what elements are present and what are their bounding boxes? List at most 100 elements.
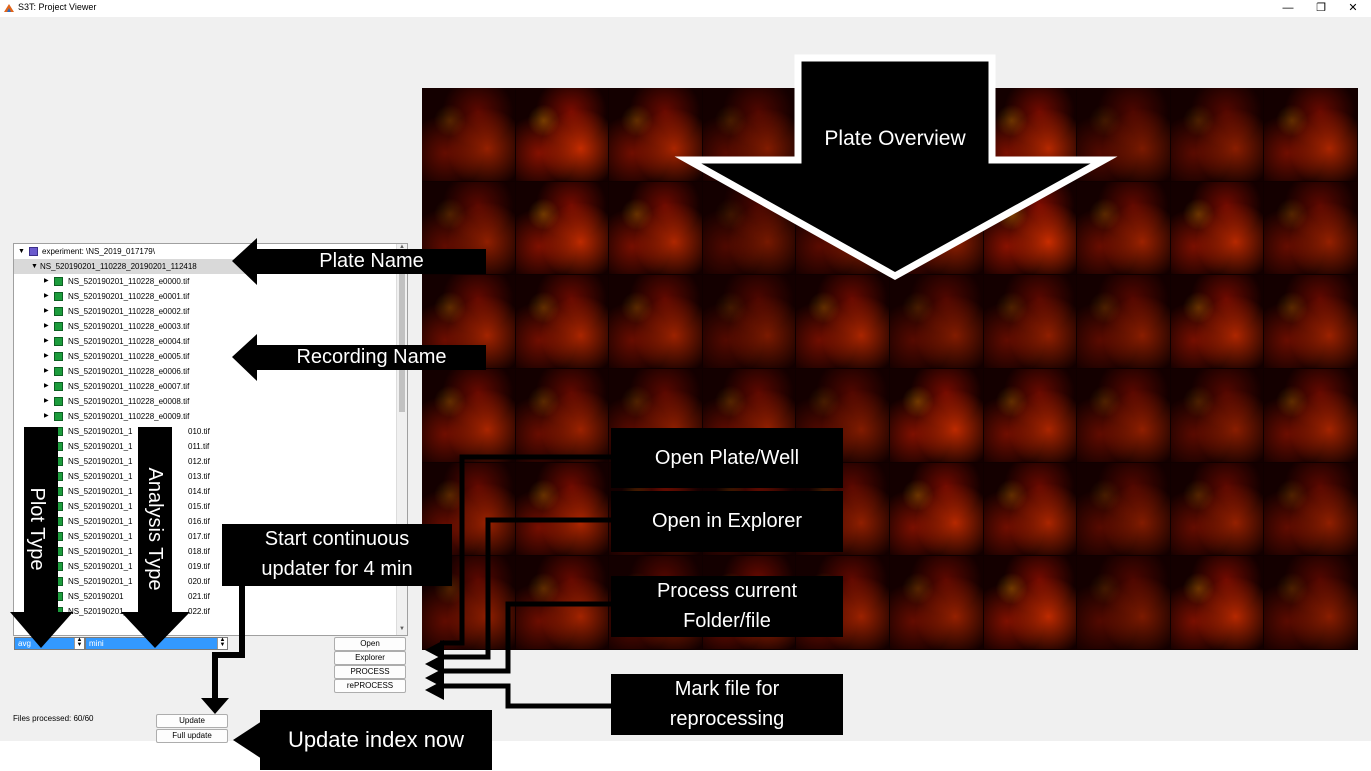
- plate-well[interactable]: [1170, 462, 1264, 556]
- plate-well[interactable]: [890, 275, 983, 368]
- plate-well[interactable]: [1170, 88, 1264, 181]
- plate-well[interactable]: [1264, 181, 1357, 275]
- scrollbar-thumb[interactable]: [399, 272, 405, 412]
- expand-icon[interactable]: ▶: [44, 398, 49, 404]
- plate-well[interactable]: [1264, 275, 1357, 368]
- tree-scrollbar[interactable]: ▲ ▼: [396, 244, 407, 635]
- tree-file-node[interactable]: ▶NS_520190201_110228_e0006.tif: [14, 364, 397, 379]
- plate-well[interactable]: [515, 181, 609, 275]
- plate-well[interactable]: [1264, 556, 1357, 649]
- expand-icon[interactable]: ▶: [44, 323, 49, 329]
- process-button[interactable]: PROCESS: [334, 665, 406, 679]
- spinner-icon[interactable]: ▲▼: [74, 637, 84, 649]
- plate-name-callout: Plate Name: [319, 250, 424, 272]
- file-suffix: 015.tif: [188, 502, 210, 511]
- matlab-app-icon: [4, 4, 14, 12]
- plate-well[interactable]: [1077, 181, 1170, 275]
- file-icon: [54, 397, 63, 406]
- plate-well[interactable]: [983, 462, 1077, 556]
- plate-well[interactable]: [422, 369, 515, 462]
- expand-icon[interactable]: ▶: [44, 293, 49, 299]
- tree-file-node[interactable]: ▶NS_520190201_110228_e0000.tif: [14, 274, 397, 289]
- plate-well[interactable]: [890, 369, 983, 462]
- plate-well[interactable]: [890, 556, 983, 649]
- close-button[interactable]: ✕: [1348, 2, 1358, 14]
- plate-well[interactable]: [1170, 369, 1264, 462]
- scroll-up-icon[interactable]: ▲: [399, 244, 405, 250]
- tree-file-node[interactable]: ▶NS_520190201_110228_e0009.tif: [14, 409, 397, 424]
- process-current-callout: Process current Folder/file: [611, 576, 843, 637]
- update-button[interactable]: Update: [156, 714, 228, 728]
- plate-well[interactable]: [609, 181, 702, 275]
- plate-well[interactable]: [890, 462, 983, 556]
- plate-well[interactable]: [1170, 181, 1264, 275]
- plate-well[interactable]: [1077, 275, 1170, 368]
- tree-file-node[interactable]: ▶NS_520190201_110228_e0003.tif: [14, 319, 397, 334]
- reprocess-button[interactable]: rePROCESS: [334, 679, 406, 693]
- open-button[interactable]: Open: [334, 637, 406, 651]
- file-icon: [54, 412, 63, 421]
- collapse-icon[interactable]: ▼: [18, 248, 25, 255]
- file-label: NS_520190201_1: [68, 532, 133, 541]
- file-label: NS_520190201_1: [68, 427, 133, 436]
- plate-well[interactable]: [1170, 556, 1264, 649]
- plate-well[interactable]: [515, 275, 609, 368]
- plate-well[interactable]: [1264, 369, 1357, 462]
- plate-well[interactable]: [515, 369, 609, 462]
- file-suffix: 021.tif: [188, 592, 210, 601]
- tree-file-node[interactable]: ▶NS_520190201_110228_e0002.tif: [14, 304, 397, 319]
- restore-button[interactable]: ❐: [1316, 2, 1326, 14]
- bottom-strip: [0, 741, 1371, 771]
- collapse-icon[interactable]: ▼: [31, 263, 38, 270]
- file-icon: [54, 337, 63, 346]
- plate-well[interactable]: [796, 275, 889, 368]
- spinner-icon[interactable]: ▲▼: [217, 637, 227, 649]
- plate-well[interactable]: [1170, 275, 1264, 368]
- expand-icon[interactable]: ▶: [44, 368, 49, 374]
- plate-well[interactable]: [1077, 556, 1170, 649]
- expand-icon[interactable]: ▶: [44, 353, 49, 359]
- scroll-down-icon[interactable]: ▼: [399, 626, 405, 632]
- expand-icon[interactable]: ▶: [44, 338, 49, 344]
- plate-well[interactable]: [422, 88, 515, 181]
- plate-well[interactable]: [1077, 369, 1170, 462]
- minimize-button[interactable]: —: [1282, 2, 1294, 14]
- tree-file-node[interactable]: ▶NS_520190201_110228_e0007.tif: [14, 379, 397, 394]
- plate-well[interactable]: [609, 88, 702, 181]
- explorer-button[interactable]: Explorer: [334, 651, 406, 665]
- tree-file-node[interactable]: ▶NS_520190201_110228_e0004.tif: [14, 334, 397, 349]
- plate-well[interactable]: [1077, 462, 1170, 556]
- start-updater-line2: updater for 4 min: [261, 558, 413, 580]
- tree-experiment-node[interactable]: ▼ experiment: \NS_2019_017179\: [14, 244, 397, 259]
- plate-well[interactable]: [983, 556, 1077, 649]
- expand-icon[interactable]: ▶: [44, 383, 49, 389]
- plot-type-select[interactable]: avg ▲▼: [14, 637, 85, 650]
- plate-well[interactable]: [983, 275, 1077, 368]
- open-arrowhead: [425, 640, 444, 660]
- file-label: NS_520190201_1: [68, 502, 133, 511]
- file-label: NS_520190201_110228_e0008.tif: [68, 397, 190, 406]
- plate-well[interactable]: [1264, 462, 1357, 556]
- recording-name-callout: Recording Name: [296, 346, 447, 368]
- tree-file-node[interactable]: ▶ NS_520190201_110228_e0008.tif: [14, 394, 397, 409]
- tree-file-node[interactable]: ▶NS_520190201_110228_e0005.tif: [14, 349, 397, 364]
- tree-file-node[interactable]: ▶NS_520190201_110228_e0001.tif: [14, 289, 397, 304]
- plate-well[interactable]: [515, 88, 609, 181]
- expand-icon[interactable]: ▶: [44, 413, 49, 419]
- full-update-button[interactable]: Full update: [156, 729, 228, 743]
- plate-well[interactable]: [609, 275, 702, 368]
- expand-icon[interactable]: ▶: [44, 278, 49, 284]
- process-connector: [440, 601, 611, 674]
- plate-well[interactable]: [983, 369, 1077, 462]
- expand-icon[interactable]: ▶: [44, 308, 49, 314]
- analysis-type-callout: Analysis Type: [144, 467, 166, 591]
- plate-well[interactable]: [1264, 88, 1357, 181]
- plot-type-value: avg: [18, 639, 31, 648]
- experiment-icon: [29, 247, 38, 256]
- plate-well[interactable]: [702, 275, 796, 368]
- plot-type-callout: Plot Type: [26, 487, 48, 571]
- start-updater-callout: Start continuous updater for 4 min: [222, 524, 452, 586]
- process-arrowhead: [425, 654, 444, 674]
- plate-well[interactable]: [515, 462, 609, 556]
